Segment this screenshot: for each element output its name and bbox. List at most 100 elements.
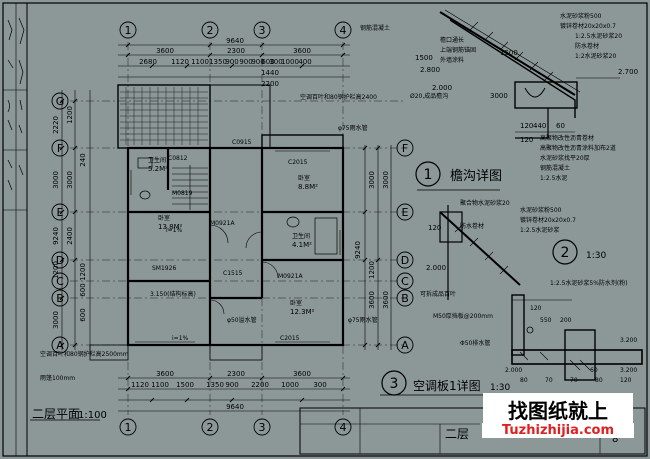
dim-left: 2400 <box>66 227 74 245</box>
detail1-annotation: 钢筋混凝土 <box>540 164 570 172</box>
dim-top: 3600 <box>293 47 311 55</box>
room-name: 卧室 <box>298 174 310 182</box>
detail3-dim: 120 <box>620 377 632 384</box>
detail3-title: 空调板1详图 <box>413 378 481 393</box>
detail1-annotation: 高聚物改性沥青卷材 <box>540 134 594 142</box>
dim-top: 1000 <box>281 58 299 66</box>
detail2-annotation: 防水卷材 <box>460 222 484 230</box>
detail1-annotation: 上端钢筋锚固 <box>440 46 476 54</box>
detail1-annotation: 水泥砂浆粉500 <box>560 12 602 20</box>
plan-label: 雨篷100mm <box>40 374 75 382</box>
dim-top: 900 <box>225 58 238 66</box>
grid-axis-B-right: B <box>401 292 409 305</box>
detail2-annotation: 1:2.5水泥砂浆 <box>520 226 559 234</box>
grid-axis-F-left-circle <box>51 139 69 157</box>
grid-axis-2-top: 2 <box>207 24 214 37</box>
detail3-dim: 2.000 <box>505 367 522 374</box>
dim-right: 3600 <box>368 291 376 309</box>
grid-axis-B-left-circle <box>51 289 69 307</box>
grid-axis-3-top-circle <box>253 21 271 39</box>
detail3-dim: 70 <box>570 377 578 384</box>
plan-label: 空调百叶和80钢护栏高2400 <box>300 93 377 101</box>
dim-top: 400 <box>298 58 311 66</box>
detail1-annotation: 1:2.5水泥砂浆20 <box>575 32 622 40</box>
dim-top: 9640 <box>226 37 244 45</box>
grid-axis-D-right: D <box>401 254 409 267</box>
dim-left: 9240 <box>52 227 60 245</box>
room-name: 卫生间 <box>292 232 310 240</box>
dim-top: 900 <box>239 58 252 66</box>
dim-top: 1100 <box>191 58 209 66</box>
plan-label: M0819 <box>172 190 193 197</box>
plan-label: C1515 <box>223 270 243 277</box>
grid-axis-F-right: F <box>402 142 408 155</box>
plan-label: M0921A <box>210 220 235 227</box>
grid-axis-2-top-circle <box>201 21 219 39</box>
door-swings <box>209 224 279 315</box>
detail2-annotation: 镀锌卷材20x20x0.7 <box>520 216 576 224</box>
detail3-number: 3 <box>390 376 399 392</box>
detail2-annotation: 水泥砂浆粉500 <box>520 206 562 214</box>
grid-axis-3-bottom-circle <box>253 418 271 436</box>
grid-axis-A-left-circle <box>51 336 69 354</box>
dim-top: 900 <box>251 58 264 66</box>
detail3-dim: 80 <box>520 377 528 384</box>
detail2-dim: 2.000 <box>426 264 446 272</box>
dim-left: 600 <box>79 308 87 321</box>
room-name: 卧室 <box>158 214 170 222</box>
detail1-drawing <box>439 9 620 139</box>
detail1-dim: 120 <box>520 136 533 144</box>
room-area: 12.3M² <box>290 308 315 316</box>
room-area: 4.1M² <box>292 241 312 249</box>
grid-axis-G-left: G <box>56 95 65 108</box>
title-strip-signatures <box>7 17 25 191</box>
detail2-number: 2 <box>561 245 570 261</box>
detail1-dim: 1500 <box>415 54 433 62</box>
dim-top: 1120 <box>171 58 189 66</box>
detail3-dim: 3.200 <box>620 367 637 374</box>
windows <box>127 147 344 346</box>
detail2-annotation: 聚合物水泥砂浆20 <box>460 199 510 207</box>
dim-left: 1200 <box>66 106 74 124</box>
plan-label: C0812 <box>168 155 188 162</box>
dim-bottom: 2200 <box>251 381 269 389</box>
dim-top: 2200 <box>261 80 279 88</box>
grid-axis-2-bottom: 2 <box>207 421 214 434</box>
plan-label: M0921A <box>278 273 303 280</box>
plan-label: C2015 <box>280 335 300 342</box>
dim-left: 3000 <box>52 171 60 189</box>
detail3-annotation: 1:2.5水泥砂浆5%防水剂(粉) <box>550 279 628 287</box>
dim-right: 3000 <box>368 171 376 189</box>
grid-axis-1-top-circle <box>119 21 137 39</box>
ac-slab-mid <box>209 344 263 361</box>
detail3-dim: 120 <box>530 305 542 312</box>
dim-bottom: 1350 <box>206 381 224 389</box>
dim-top: 3600 <box>156 47 174 55</box>
detail1-dim: 120 <box>520 122 533 130</box>
grid-axis-F-left: F <box>57 142 63 155</box>
plan-label: φ50溢水管 <box>227 316 257 324</box>
detail1-dim: 3000 <box>490 92 508 100</box>
detail3-dim: 550 <box>540 317 552 324</box>
dimension-lines <box>61 44 392 412</box>
detail1-number: 1 <box>424 167 433 183</box>
detail1-annotation: 防水卷材 <box>575 42 599 50</box>
detail1-dim: 60 <box>556 122 565 130</box>
terrace-hatch <box>117 84 271 149</box>
ac-slab-left <box>89 344 129 361</box>
plan-label: i=1% <box>166 227 183 234</box>
plan-title: 二层平面 <box>32 407 80 421</box>
grid-axis-4-bottom: 4 <box>340 421 347 434</box>
title-block-text: 二层 <box>445 427 469 441</box>
detail3-annotation: 可拆成品百叶 <box>420 290 456 298</box>
grid-axis-D-left: D <box>56 254 64 267</box>
dim-bottom: 2300 <box>227 370 245 378</box>
dim-bottom: 1120 <box>131 381 149 389</box>
grid-axis-3-bottom: 3 <box>259 421 266 434</box>
detail1-dim: 1500 <box>500 49 518 57</box>
plan-label: 3.150(结构标高) <box>150 290 196 298</box>
detail3-dim: 200 <box>560 317 572 324</box>
dim-left: 2220 <box>52 116 60 134</box>
